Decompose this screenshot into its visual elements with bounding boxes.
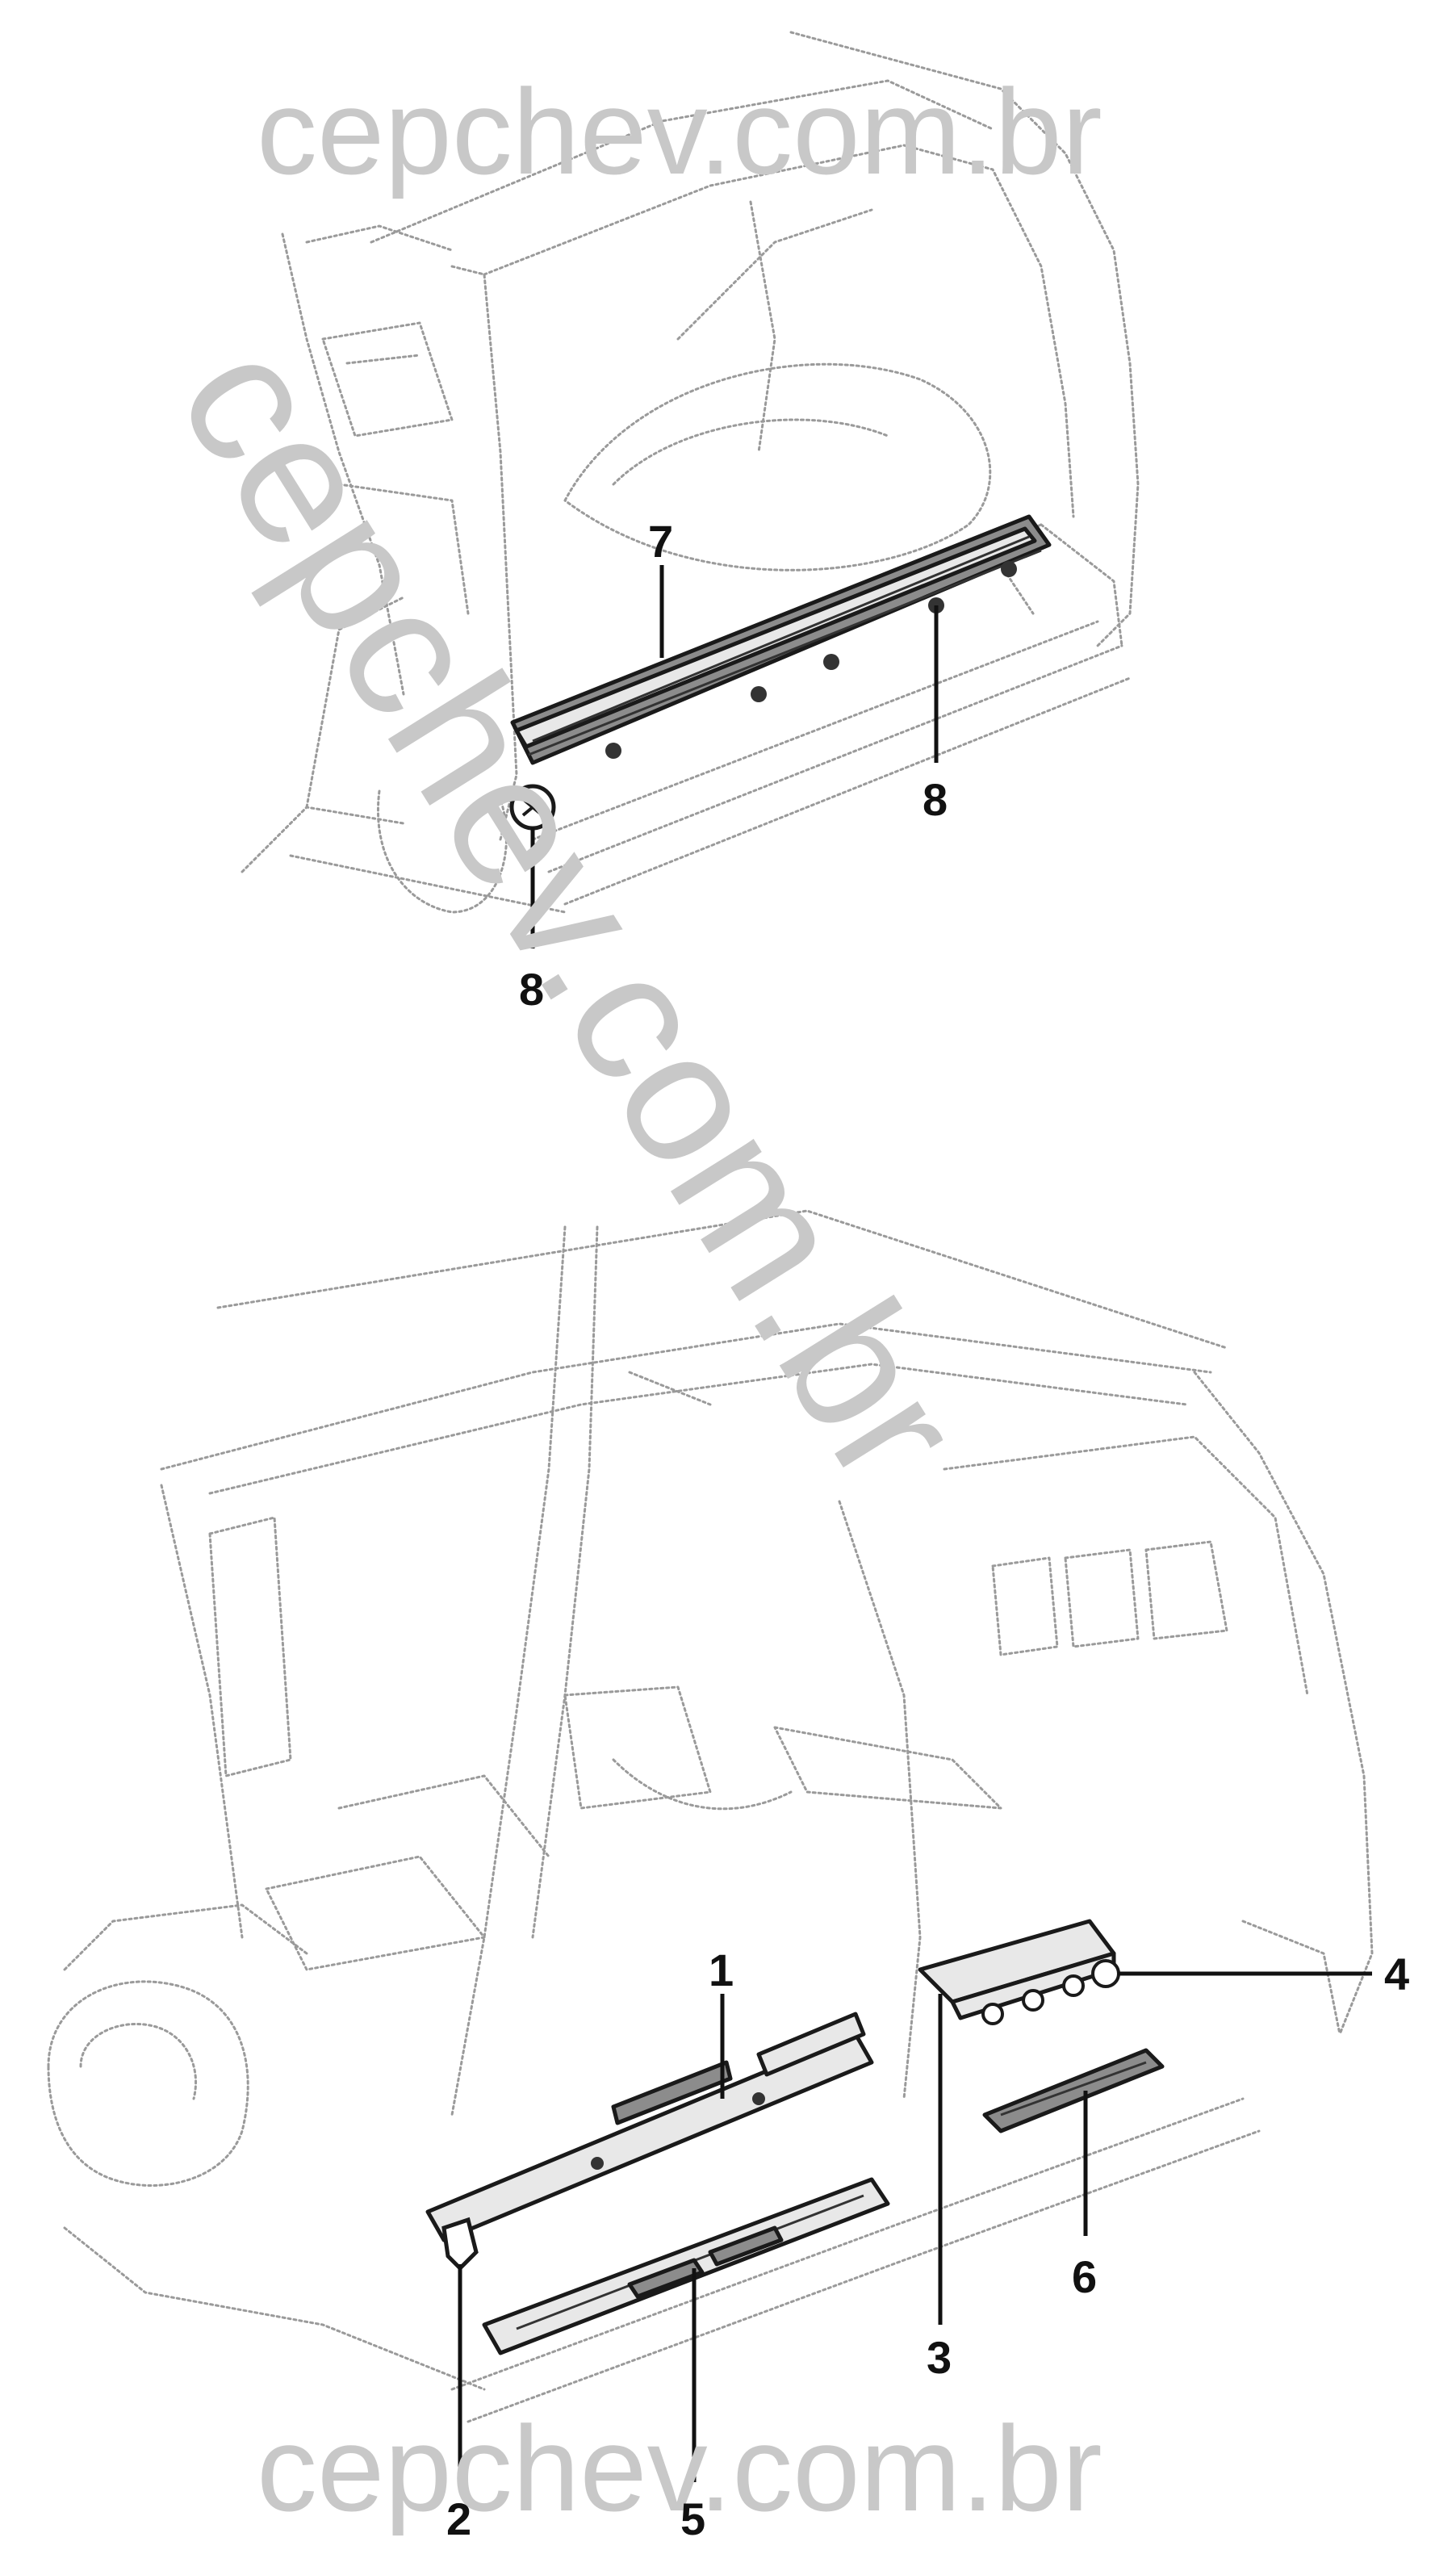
callout-1: 1 bbox=[709, 1945, 734, 1995]
callout-8-left: 8 bbox=[519, 964, 544, 1015]
cabin-body-sketch bbox=[47, 1209, 1374, 2423]
callout-2: 2 bbox=[446, 2493, 471, 2544]
watermark-bottom: cepchev.com.br bbox=[257, 2401, 1102, 2536]
callout-6: 6 bbox=[1072, 2251, 1097, 2302]
callout-8-right: 8 bbox=[923, 774, 948, 825]
callout-4: 4 bbox=[1384, 1949, 1409, 1999]
callout-5: 5 bbox=[680, 2493, 705, 2544]
rear-door-sill-trim bbox=[918, 1919, 1120, 2025]
rear-scuff-plate bbox=[982, 2048, 1165, 2133]
front-scuff-plate bbox=[482, 2177, 890, 2355]
front-sill-trim bbox=[425, 2012, 874, 2242]
rear-sill-plate bbox=[510, 514, 1052, 765]
sill-clip bbox=[441, 2217, 479, 2271]
watermark-top: cepchev.com.br bbox=[257, 64, 1102, 199]
callout-3: 3 bbox=[927, 2332, 952, 2383]
callout-7: 7 bbox=[648, 516, 673, 567]
